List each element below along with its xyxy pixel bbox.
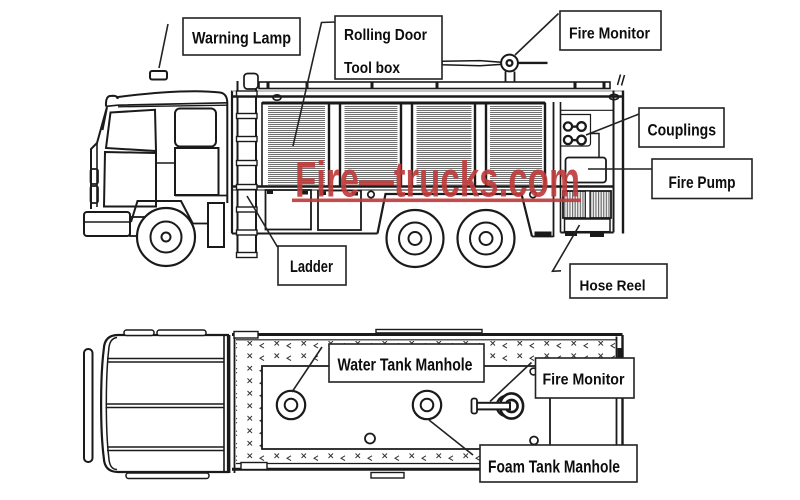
svg-text:Fire Monitor: Fire Monitor (543, 372, 625, 389)
svg-text:Hose Reel: Hose Reel (580, 278, 646, 295)
svg-text:Water Tank Manhole: Water Tank Manhole (338, 355, 473, 375)
svg-text:Foam Tank Manhole: Foam Tank Manhole (488, 457, 620, 477)
svg-text:Fire—trucks.com: Fire—trucks.com (295, 152, 580, 208)
svg-text:Fire Monitor: Fire Monitor (569, 26, 650, 43)
svg-text:Couplings: Couplings (648, 121, 717, 139)
svg-text:Rolling Door: Rolling Door (344, 27, 427, 44)
svg-text:Ladder: Ladder (290, 258, 333, 276)
svg-text:Warning Lamp: Warning Lamp (192, 30, 291, 48)
svg-text:Fire Pump: Fire Pump (669, 173, 736, 192)
svg-text:Tool box: Tool box (344, 60, 400, 77)
